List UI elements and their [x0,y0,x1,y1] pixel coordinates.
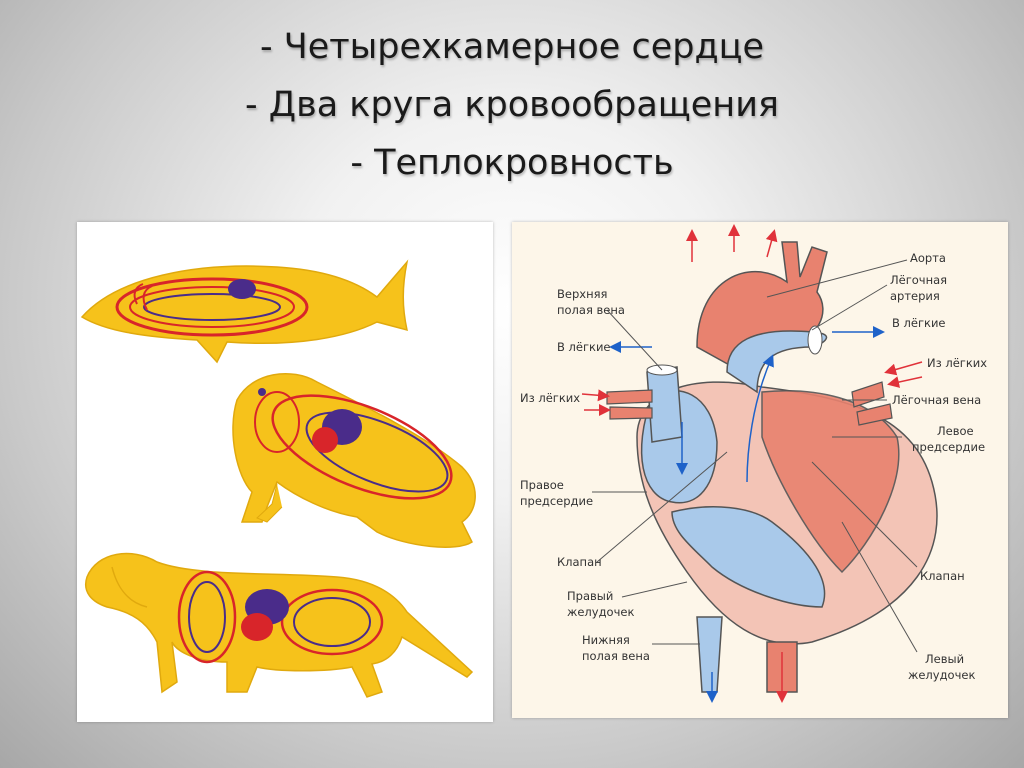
label-right-atrium-1: Правое [520,478,564,492]
title-line-2: - Два круга кровообращения [245,85,779,125]
label-to-lungs-left: В лёгкие [557,340,611,354]
dog-figure [85,552,474,698]
title-line-1: - Четырехкамерное сердце [259,27,764,67]
label-left-atrium-2: предсердие [912,440,985,454]
label-from-lungs-right: Из лёгких [927,356,987,370]
label-right-atrium-2: предсердие [520,494,593,508]
label-left-atrium-1: Левое [937,424,974,438]
label-valve-right: Клапан [920,569,965,583]
label-right-ventricle-2: желудочек [567,605,634,619]
label-inferior-vena-cava-1: Нижняя [582,633,630,647]
label-pulmonary-artery-2: артерия [890,289,940,303]
label-right-ventricle-1: Правый [567,589,613,603]
label-superior-vena-cava-2: полая вена [557,303,625,317]
heart-svg: Аорта Лёгочная артерия В лёгкие Из лёгки… [520,224,987,703]
animals-svg [80,259,476,698]
flow-arrows [581,224,923,703]
label-pulmonary-vein: Лёгочная вена [892,393,981,407]
heart-anatomy-image: Аорта Лёгочная артерия В лёгкие Из лёгки… [512,222,1008,718]
animals-circulation-image [77,222,493,722]
label-to-lungs-right: В лёгкие [892,316,946,330]
label-from-lungs-left: Из лёгких [520,391,580,405]
leader-lines [592,259,918,653]
label-pulmonary-artery-1: Лёгочная [890,273,947,287]
fish-figure [80,259,409,364]
slide-title: - Четырехкамерное сердце - Два круга кро… [0,18,1024,192]
label-left-ventricle-2: желудочек [908,668,975,682]
frog-figure [232,372,476,548]
label-inferior-vena-cava-2: полая вена [582,649,650,663]
title-line-3: - Теплокровность [350,143,674,183]
label-left-ventricle-1: Левый [925,652,964,666]
label-superior-vena-cava-1: Верхняя [557,287,607,301]
label-valve-left: Клапан [557,555,602,569]
label-aorta: Аорта [910,251,946,265]
